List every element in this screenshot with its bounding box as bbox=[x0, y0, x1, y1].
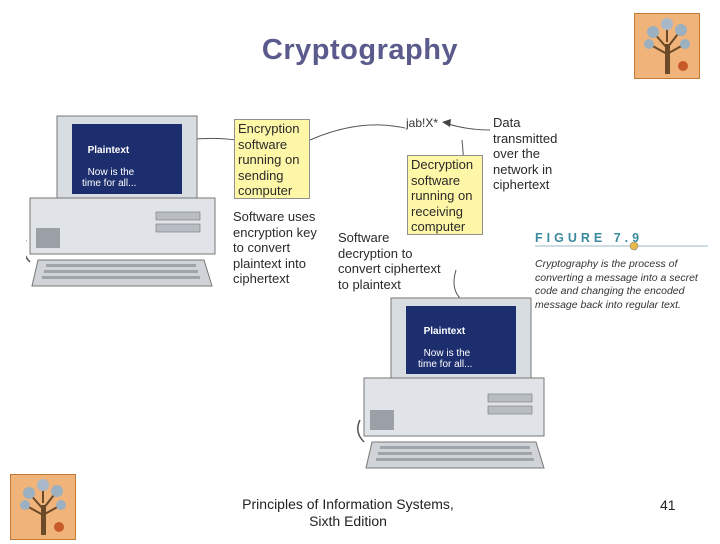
encrypt-note: Software uses encryption key to convert … bbox=[233, 209, 317, 286]
figure-rule bbox=[535, 242, 708, 251]
bottom-screen-text: Plaintext Now is the time for all... bbox=[418, 315, 472, 370]
ciphertext-sample: jab!X* bbox=[406, 116, 439, 130]
tree-logo-bottom bbox=[10, 474, 76, 540]
arrow-head-icon bbox=[442, 119, 451, 127]
figure-caption: Cryptography is the process of convertin… bbox=[535, 258, 698, 311]
footer-text: Principles of Information Systems, Sixth… bbox=[242, 496, 454, 529]
encryption-callout: Encryption software running on sending c… bbox=[234, 119, 310, 199]
data-transmitted-note: Data transmitted over the network in cip… bbox=[493, 115, 558, 192]
decryption-callout: Decryption software running on receiving… bbox=[407, 155, 483, 235]
dot-icon bbox=[629, 242, 639, 251]
top-screen-text: Plaintext Now is the time for all... bbox=[82, 134, 136, 189]
receiving-computer bbox=[357, 297, 545, 469]
figure-heading: FIGURE 7.9 bbox=[535, 231, 644, 245]
page-number: 41 bbox=[660, 497, 676, 513]
sending-computer bbox=[26, 115, 216, 287]
slide-title: Cryptography bbox=[261, 34, 459, 66]
tree-icon bbox=[11, 475, 75, 539]
bottom-screen-body: Now is the time for all... bbox=[418, 348, 473, 370]
tree-logo-top bbox=[634, 13, 700, 79]
decrypt-note: Software decryption to convert ciphertex… bbox=[338, 230, 441, 292]
top-screen-heading: Plaintext bbox=[87, 145, 130, 156]
tree-icon bbox=[635, 14, 699, 78]
top-screen-body: Now is the time for all... bbox=[82, 167, 137, 189]
bottom-screen-heading: Plaintext bbox=[423, 326, 466, 337]
